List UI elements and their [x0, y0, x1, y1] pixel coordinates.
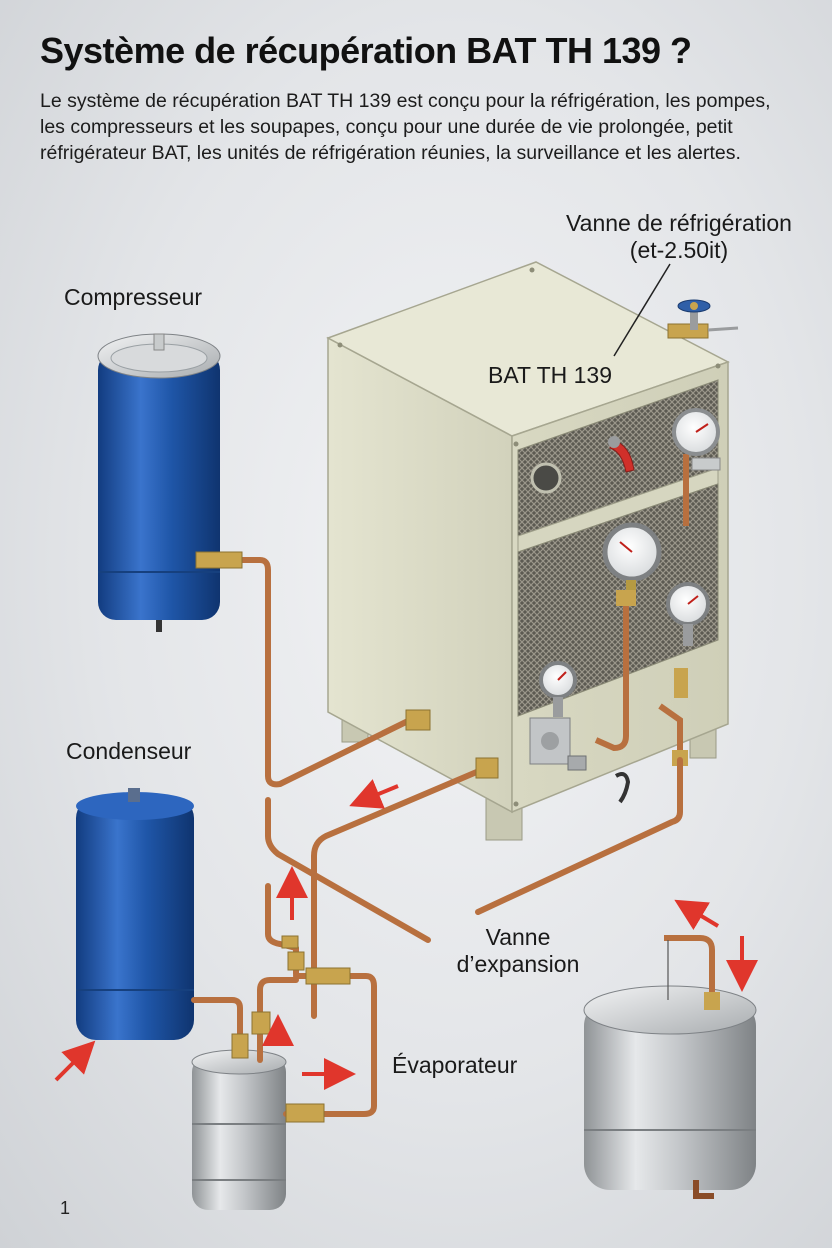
evaporator-tank-icon: [191, 1049, 287, 1210]
valve-block-icon: [529, 717, 587, 771]
evaporator-label: Évaporateur: [392, 1052, 518, 1078]
expansion-valve-label-line1: Vanne: [485, 924, 551, 950]
flow-arrow-up-left-icon: [674, 899, 720, 930]
copper-piping: [191, 557, 683, 1117]
refrigeration-valve-label: Vanne de réfrigération (et-2.50it): [548, 210, 810, 264]
flow-arrows: [54, 779, 758, 1090]
intro-paragraph: Le système de récupération BAT TH 139 es…: [40, 90, 771, 164]
flow-arrow-left-icon: [349, 779, 399, 809]
compressor-tank-icon: [97, 333, 221, 632]
compressor-label: Compresseur: [64, 284, 203, 310]
expansion-valve-label-line2: d’expansion: [456, 951, 580, 977]
refrigeration-valve-label-line1: Vanne de réfrigération: [566, 210, 792, 236]
pressure-gauge-bottom-icon: [539, 661, 577, 717]
refrigeration-valve-icon: [667, 299, 739, 339]
pressure-gauge-center-icon: [602, 522, 662, 598]
pressure-gauge-right-icon: [666, 582, 710, 646]
page-title: Système de récupération BAT TH 139 ?: [40, 30, 692, 71]
unit-label: BAT TH 139: [488, 362, 613, 388]
refrigeration-valve-label-line2: (et-2.50it): [629, 237, 729, 263]
flow-arrow-diagonal-icon: [54, 1040, 96, 1082]
receiver-tank-icon: [583, 935, 757, 1199]
condenser-label: Condenseur: [66, 738, 192, 764]
condenser-tank-icon: [76, 788, 194, 1040]
expansion-valve-label: Vanne d’expansion: [448, 924, 588, 978]
pressure-gauge-top-right-icon: [672, 408, 721, 526]
page-number: 1: [60, 1198, 71, 1218]
bat-th-139-cabinet: [326, 261, 730, 841]
